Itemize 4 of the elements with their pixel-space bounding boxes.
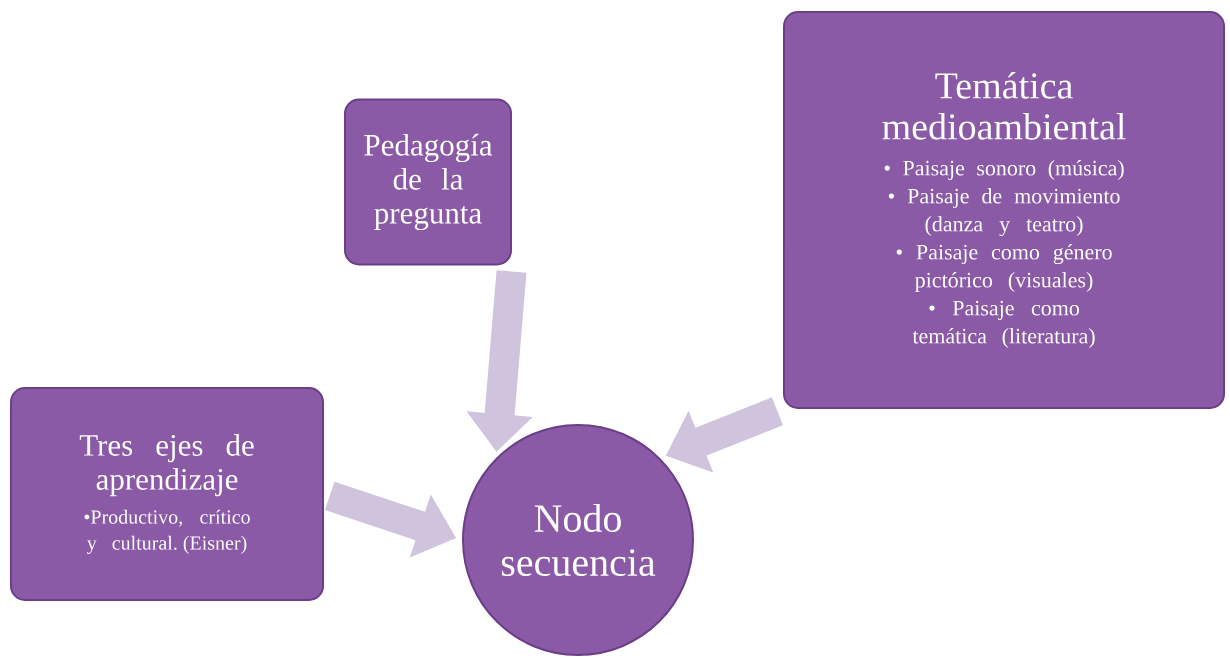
process-box: Temática medioambiental • Paisaje sonoro (música) • Paisaje de movimiento (danza y teatro) • Paisaje como género pictórico (visuales) • Paisaje como temática (literatura) bbox=[783, 11, 1225, 409]
process-box: Tres ejes de aprendizaje •Productivo, crítico y cultural. (Eisner) bbox=[10, 387, 324, 601]
circle-node: Nodo secuencia bbox=[462, 424, 694, 656]
process-box: Pedagogía de la pregunta bbox=[344, 98, 512, 266]
